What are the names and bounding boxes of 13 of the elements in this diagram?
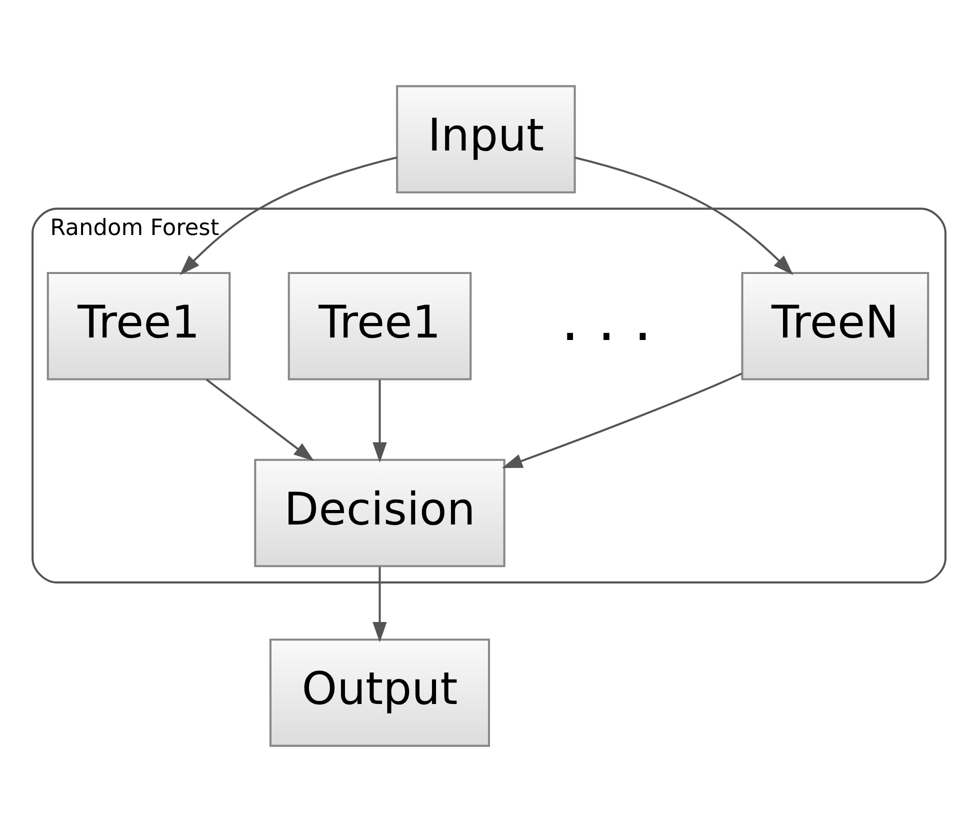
node-box: Tree1	[46, 272, 231, 380]
node-box: Tree1	[288, 272, 472, 380]
label: . . .	[560, 288, 652, 354]
arrow	[502, 372, 742, 468]
arrow	[180, 156, 398, 275]
node-box: Output	[269, 638, 490, 746]
arrow	[372, 566, 387, 642]
arrow	[206, 378, 314, 461]
arrow	[372, 380, 387, 462]
node-box: TreeN	[741, 272, 930, 380]
node-box: Input	[396, 84, 576, 193]
arrow	[574, 156, 794, 275]
node-box: Decision	[254, 458, 506, 567]
